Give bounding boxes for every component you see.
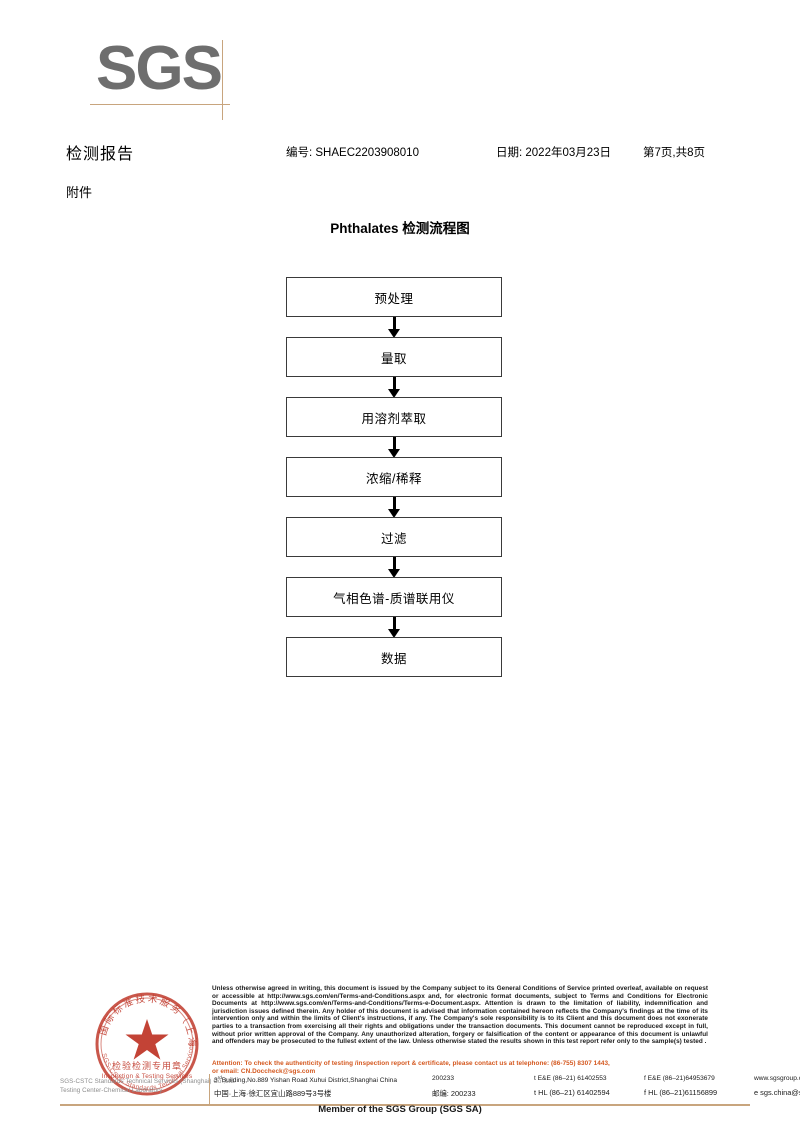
attention-line-1: Attention: To check the authenticity of … — [212, 1060, 610, 1067]
address-row-chinese: 中国·上海·徐汇区宜山路889号3号楼 邮编: 200233 t HL (86–… — [214, 1088, 800, 1102]
address-english: 3rdBuilding,No.889 Yishan Road Xuhui Dis… — [214, 1075, 397, 1085]
company-name-block: SGS-CSTC Standards Technical Services (S… — [60, 1077, 260, 1095]
website-link[interactable]: www.sgsgroup.com.cn — [754, 1075, 800, 1082]
page-indicator: 第7页,共8页 — [643, 147, 705, 159]
flow-arrow-down-icon — [286, 377, 502, 398]
flow-arrow-down-icon — [286, 617, 502, 638]
flow-arrow-down-icon — [286, 497, 502, 518]
company-stamp: 国际标准技术服务（上海）有限公司 SGS-CSTC Standards Tech… — [88, 985, 206, 1103]
report-number: 编号: SHAEC2203908010 — [286, 147, 419, 159]
logo-vertical-rule — [222, 40, 223, 120]
attention-line-2: or email: CN.Doccheck@sgs.com — [212, 1067, 316, 1075]
flow-arrow-down-icon — [286, 437, 502, 458]
address-divider-horizontal — [60, 1104, 750, 1106]
flow-arrow-down-icon — [286, 557, 502, 578]
address-row-english: 3rdBuilding,No.889 Yishan Road Xuhui Dis… — [214, 1075, 800, 1089]
logo-horizontal-rule — [90, 104, 230, 105]
sgs-logo-text: SGS — [96, 34, 223, 103]
telephone-ee: t E&E (86–21) 61402553 — [534, 1075, 607, 1082]
fax-ee: f E&E (86–21)64953679 — [644, 1075, 715, 1082]
member-of-group-line: Member of the SGS Group (SGS SA) — [318, 1104, 482, 1115]
report-date: 日期: 2022年03月23日 — [496, 147, 612, 159]
flow-step-box: 过滤 — [286, 517, 502, 557]
attention-notice: Attention: To check the authenticity of … — [212, 1060, 708, 1075]
flow-arrow-down-icon — [286, 317, 502, 338]
telephone-hl: t HL (86–21) 61402594 — [534, 1088, 610, 1097]
company-name-line2: Testing Center-Chemical Laboratory. — [60, 1087, 164, 1094]
company-name-line1: SGS-CSTC Standards Technical Services (S… — [60, 1078, 236, 1085]
flow-step-box: 数据 — [286, 637, 502, 677]
page-footer: 国际标准技术服务（上海）有限公司 SGS-CSTC Standards Tech… — [0, 975, 800, 1131]
zip-english: 200233 — [432, 1075, 455, 1082]
sgs-logo: SGS — [90, 34, 256, 120]
zip-chinese: 邮编: 200233 — [432, 1089, 476, 1098]
attachment-label: 附件 — [66, 185, 93, 200]
fax-hl: f HL (86–21)61156899 — [644, 1088, 718, 1097]
flow-step-box: 预处理 — [286, 277, 502, 317]
report-header: 检测报告 编号: SHAEC2203908010 日期: 2022年03月23日… — [66, 140, 746, 166]
flow-step-box: 气相色谱-质谱联用仪 — [286, 577, 502, 617]
address-divider-vertical — [209, 1074, 210, 1105]
flow-step-box: 用溶剂萃取 — [286, 397, 502, 437]
legal-disclaimer: Unless otherwise agreed in writing, this… — [212, 985, 708, 1046]
svg-text:Inspection & Testing Services: Inspection & Testing Services — [102, 1073, 193, 1080]
flow-step-box: 量取 — [286, 337, 502, 377]
flow-step-box: 浓缩/稀释 — [286, 457, 502, 497]
svg-text:检验检测专用章: 检验检测专用章 — [112, 1060, 182, 1071]
stamp-graphic: 国际标准技术服务（上海）有限公司 SGS-CSTC Standards Tech… — [88, 985, 199, 1096]
page-title: 检测报告 — [66, 146, 135, 163]
email-link[interactable]: e sgs.china@sgs.com — [754, 1088, 800, 1097]
address-chinese: 中国·上海·徐汇区宜山路889号3号楼 — [214, 1089, 332, 1098]
flowchart: 预处理 量取 用溶剂萃取 浓缩/稀释 过滤 气相色谱-质谱联用仪 数据 — [286, 277, 504, 677]
flowchart-title: Phthalates 检测流程图 — [330, 221, 470, 236]
